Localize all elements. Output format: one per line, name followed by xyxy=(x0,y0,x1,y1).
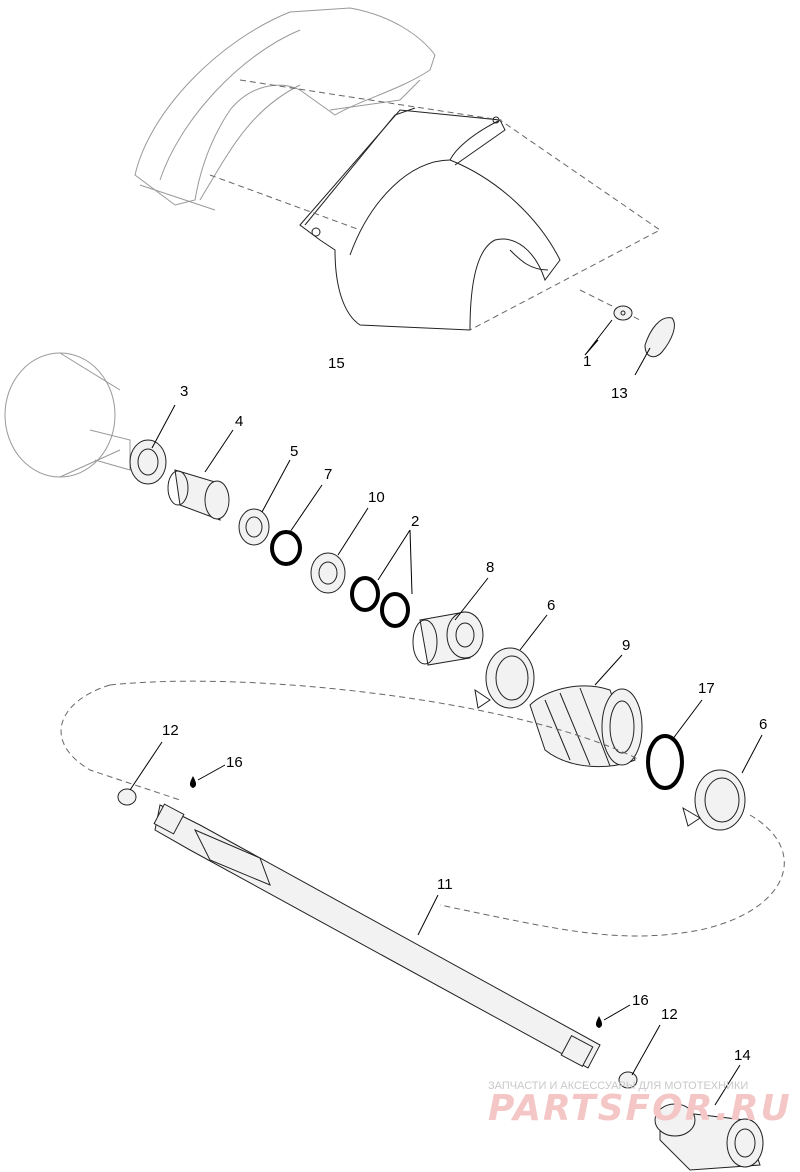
part-5-bearing xyxy=(238,508,270,546)
callout-10: 10 xyxy=(368,489,385,506)
part-4-sleeve xyxy=(167,469,230,521)
oil-drop-icon xyxy=(595,1016,603,1028)
callout-14: 14 xyxy=(734,1047,751,1064)
part-11-drive-shaft xyxy=(153,803,601,1069)
callout-3: 3 xyxy=(180,383,188,400)
callout-labels: 15 1 13 3 4 5 7 10 2 8 6 9 17 6 12 16 11… xyxy=(162,353,767,1064)
callout-16-upper: 16 xyxy=(226,754,243,771)
pulley-disc-outline xyxy=(4,352,131,478)
part-8-sleeve xyxy=(412,611,484,666)
callout-7: 7 xyxy=(324,466,332,483)
callout-13: 13 xyxy=(611,385,628,402)
callout-16-lower: 16 xyxy=(632,992,649,1009)
callout-17: 17 xyxy=(698,680,715,697)
hull-housing-outline xyxy=(134,7,436,211)
callout-15: 15 xyxy=(328,355,345,372)
part-12-seal-lower xyxy=(618,1071,638,1089)
callout-11: 11 xyxy=(437,876,453,893)
watermark: ЗАПЧАСТИ И АКСЕССУАРЫ ДЛЯ МОТОТЕХНИКИ PA… xyxy=(488,1080,792,1129)
callout-6-upper: 6 xyxy=(547,597,555,614)
part-10-bushing xyxy=(310,552,346,594)
callout-5: 5 xyxy=(290,443,298,460)
callout-12-upper: 12 xyxy=(162,722,179,739)
part-6-clamp-upper xyxy=(474,647,535,709)
callout-2: 2 xyxy=(411,513,419,530)
part-2-o-rings xyxy=(350,576,410,628)
callout-9: 9 xyxy=(622,637,630,654)
leader-lines xyxy=(129,319,763,1106)
callout-1: 1 xyxy=(583,353,591,370)
part-14-coupler xyxy=(654,1103,764,1171)
housing-dashed-outline xyxy=(209,79,661,331)
watermark-caption: ЗАПЧАСТИ И АКСЕССУАРЫ ДЛЯ МОТОТЕХНИКИ xyxy=(488,1080,748,1092)
part-1-washer xyxy=(613,305,633,321)
callout-12-lower: 12 xyxy=(661,1006,678,1023)
part-15-cover xyxy=(299,107,561,331)
part-6-clamp-lower xyxy=(682,769,746,831)
oil-drop-icon xyxy=(189,776,197,788)
part-13-clip xyxy=(644,317,675,358)
callout-8: 8 xyxy=(486,559,494,576)
callout-4: 4 xyxy=(235,413,243,430)
watermark-logo: PARTSFOR.RU xyxy=(488,1088,792,1129)
callout-6-lower: 6 xyxy=(759,716,767,733)
part-3-bearing xyxy=(129,439,167,485)
part-12-seal-upper xyxy=(117,788,137,806)
shaft-dashed-loop xyxy=(60,680,785,937)
part-7-o-ring xyxy=(270,530,302,566)
part-17-o-ring xyxy=(646,734,684,790)
